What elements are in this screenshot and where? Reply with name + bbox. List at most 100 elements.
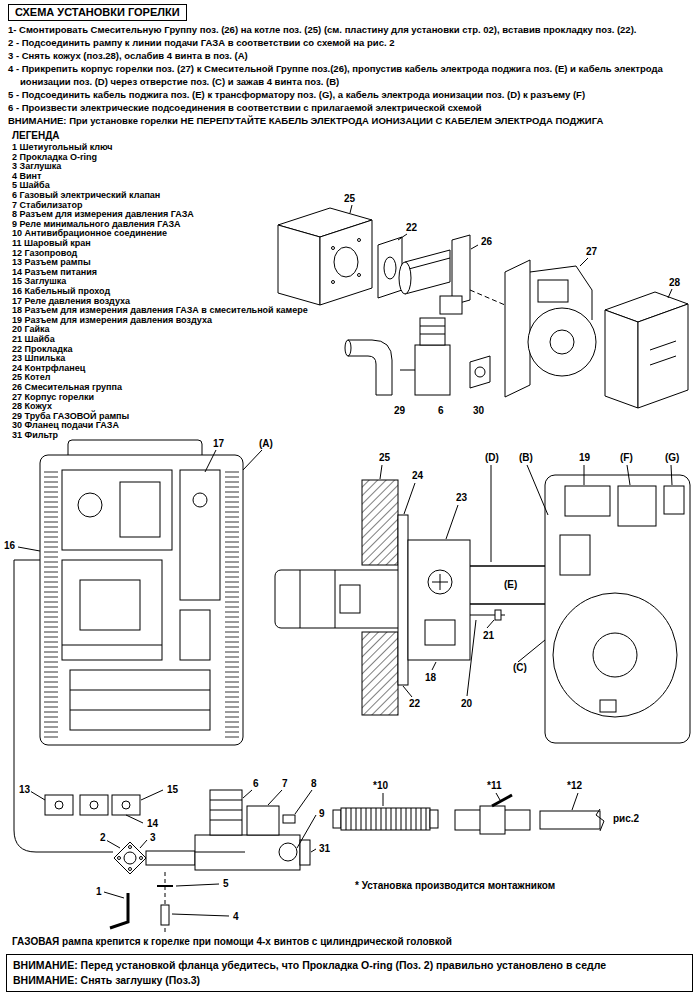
mixing-head [440, 574, 441, 590]
assembly-axis [470, 290, 505, 305]
burner-front-view [62, 470, 172, 550]
cover [605, 310, 638, 408]
cover [605, 292, 688, 408]
burner-body [550, 330, 574, 354]
gas-ramp [300, 840, 310, 865]
note-text: ГАЗОВАЯ рампа крепится к горелке при пом… [12, 936, 452, 947]
leader-line [176, 884, 219, 886]
legend-entry: 5 Шайба [12, 181, 50, 191]
connector-block [112, 795, 140, 815]
burner-side-view [565, 486, 610, 516]
legend-entry: 13 Разъем рампы [12, 258, 91, 268]
gas-ramp [129, 846, 132, 849]
callout-number: 26 [480, 236, 493, 247]
flex-hose [333, 808, 438, 830]
legend-entry: 29 Труба ГАЗОВОЙ рампы [12, 412, 129, 422]
boiler-wall [362, 632, 398, 715]
instruction-line: 3 - Снять кожух (поз.28), ослабив 4 винт… [8, 49, 692, 62]
burner-side-view [618, 486, 656, 526]
legend-entry: 2 Прокладка O-ring [12, 153, 97, 163]
boiler-block [358, 239, 361, 242]
legend-entry: 10 Антивибрационное соединение [12, 229, 167, 239]
callout-number: 29 [393, 405, 406, 416]
leader-line [572, 793, 578, 810]
gas-ramp [210, 800, 242, 801]
mixing-head [495, 610, 501, 620]
leader-line [311, 849, 316, 852]
gas-pipe [596, 809, 604, 831]
callout-number: 27 [585, 246, 598, 257]
instruction-line: 4 - Прикрепить корпус горелки поз. (27) … [8, 62, 692, 88]
connector-block [90, 801, 98, 809]
burner-body [505, 260, 530, 397]
leader-line [106, 840, 120, 848]
callout-number: 9 [318, 808, 326, 819]
screw-washer [157, 885, 173, 887]
callout-number: *10 [372, 780, 389, 791]
leader-line [205, 450, 216, 472]
callout-number: 13 [18, 784, 31, 795]
callout-number: 22 [408, 698, 421, 709]
legend-entry: 3 Заглушка [12, 162, 61, 172]
leader-line [140, 840, 147, 848]
blast-tube [275, 570, 405, 628]
callout-number: (A) [258, 438, 274, 449]
blast-tube [275, 570, 405, 628]
flex-hose [333, 810, 341, 828]
gas-ramp [210, 790, 242, 835]
leader-line [671, 465, 672, 485]
gas-ramp [283, 815, 295, 823]
callout-number: (E) [503, 579, 518, 590]
gasket [378, 237, 402, 298]
blast-tube [340, 585, 360, 613]
gas-ramp [118, 857, 121, 860]
leader-line [487, 620, 494, 628]
connector-block [55, 801, 63, 809]
gas-ramp [195, 852, 245, 853]
callout-number: *11 [486, 780, 502, 791]
burner-front-view [225, 468, 239, 738]
connector-block [30, 791, 45, 800]
callout-number: (C) [512, 662, 528, 673]
burner-side-view [560, 535, 590, 575]
callout-number: 22 [405, 222, 418, 233]
legend-entry: 19 Разъем для измерения давления воздуха [12, 316, 212, 326]
leader-line [243, 790, 252, 798]
callout-number: 30 [472, 405, 485, 416]
callout-number: 23 [455, 492, 468, 503]
burner-side-view [593, 633, 637, 677]
boiler-block [358, 274, 361, 277]
legend-entry: 18 Разъем для измерения давления ГАЗА в … [12, 306, 308, 316]
leader-line [580, 258, 588, 266]
mixing-group [452, 235, 470, 305]
callout-number: 3 [149, 832, 157, 843]
legend-entry: 17 Реле давления воздуха [12, 297, 130, 307]
burner-body [505, 260, 596, 397]
leader-line [350, 205, 352, 213]
cover [650, 356, 676, 365]
callout-number: 8 [310, 778, 318, 789]
leader-line [404, 483, 415, 514]
leader-line [446, 505, 458, 539]
burner-side-view [600, 700, 616, 712]
callout-number: рис.2 [612, 813, 640, 824]
counter-flange [398, 515, 408, 685]
connector-block [141, 790, 163, 800]
ball-valve [492, 795, 512, 806]
cable-line [14, 560, 113, 852]
blast-tube [335, 570, 336, 628]
ramp-pipe [345, 340, 351, 356]
gas-ramp [146, 851, 195, 865]
callout-number: (B) [518, 452, 534, 463]
warning-box: ВНИМАНИЕ: Перед установкой фланца убедит… [6, 954, 693, 992]
legend-entry: 12 Газопровод [12, 249, 77, 259]
leader-line [527, 465, 548, 515]
leader-line [380, 465, 672, 697]
burner-front-view [40, 440, 243, 745]
callout-number: 7 [281, 778, 289, 789]
boiler-block [278, 225, 320, 305]
leader-line [668, 289, 672, 298]
leader-line [491, 465, 492, 562]
gas-valve [415, 345, 450, 395]
mixing-group [399, 235, 470, 314]
